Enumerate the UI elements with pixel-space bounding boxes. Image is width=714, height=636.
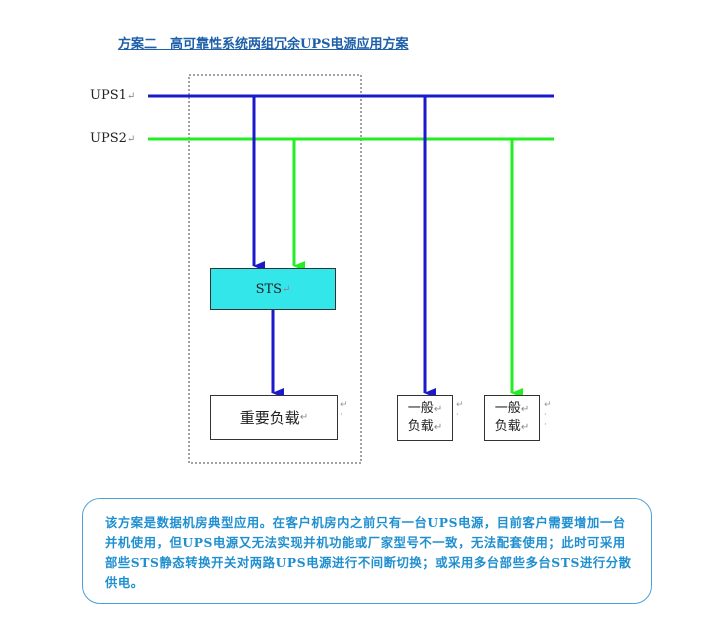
description-note: 该方案是数据机房典型应用。在客户机房内之前只有一台UPS电源，目前客户需要增加一… [82,498,652,604]
sts-enclosure [188,74,362,464]
critical-load-box: 重要负载↵ [210,395,338,440]
general-load-2-box: 一般↵ 负载↵ [484,395,540,441]
diagram-title: 方案二 高可靠性系统两组冗余UPS电源应用方案 [118,37,409,52]
ups1-label: UPS1↵ [90,88,136,103]
ups2-label: UPS2↵ [90,131,136,146]
general-load-1-box: 一般↵ 负载↵ [397,395,453,441]
cell-mark: ↵·· [544,400,552,430]
cell-mark: ↵· [456,400,464,420]
cell-mark: ↵· [340,400,348,420]
sts-switch-box: STS↵ [210,268,336,310]
